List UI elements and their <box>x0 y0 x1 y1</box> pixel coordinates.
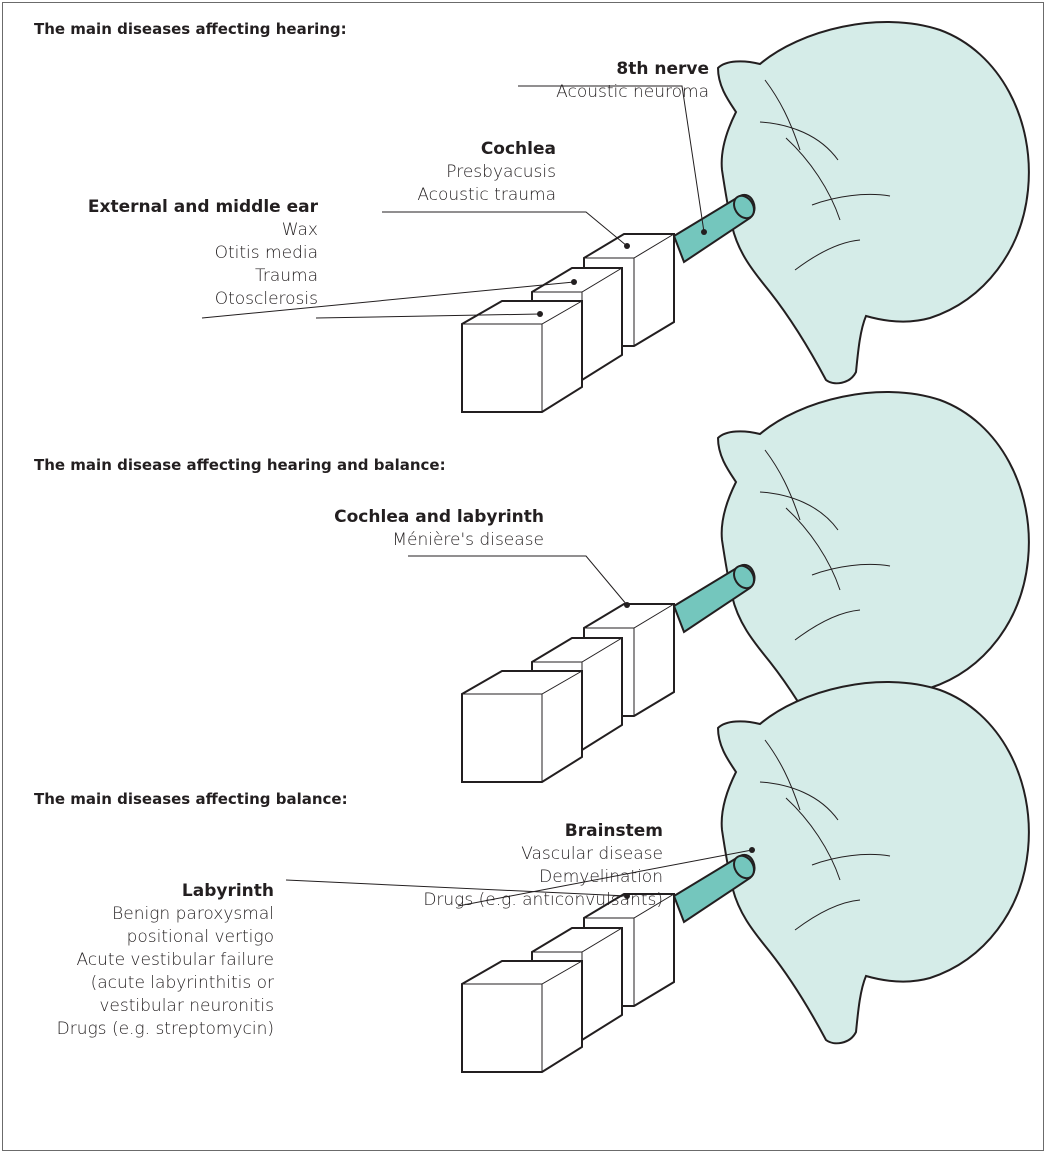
label-item: positional vertigo <box>57 926 274 949</box>
label-item: Acoustic neuroma <box>556 81 709 104</box>
label-item: Vascular disease <box>423 843 663 866</box>
label-cochlea: Cochlea Presbyacusis Acoustic trauma <box>417 138 556 207</box>
label-title: Brainstem <box>423 820 663 843</box>
section1-illustration <box>462 22 1029 412</box>
label-title: Labyrinth <box>57 880 274 903</box>
label-item: Otosclerosis <box>88 288 318 311</box>
label-title: 8th nerve <box>556 58 709 81</box>
label-item: Benign paroxysmal <box>57 903 274 926</box>
label-item: Trauma <box>88 265 318 288</box>
label-title: Cochlea <box>417 138 556 161</box>
label-item: Ménière's disease <box>334 529 544 552</box>
label-item: (acute labyrinthitis or <box>57 972 274 995</box>
section3-heading: The main diseases affecting balance: <box>34 790 348 808</box>
label-item: Otitis media <box>88 242 318 265</box>
label-brainstem: Brainstem Vascular disease Demyelination… <box>423 820 663 912</box>
label-item: Drugs (e.g. streptomycin) <box>57 1018 274 1041</box>
label-item: Wax <box>88 219 318 242</box>
label-title: Cochlea and labyrinth <box>334 506 544 529</box>
label-8th-nerve: 8th nerve Acoustic neuroma <box>556 58 709 104</box>
label-item: Acoustic trauma <box>417 184 556 207</box>
label-item: Presbyacusis <box>417 161 556 184</box>
section1-heading: The main diseases affecting hearing: <box>34 20 347 38</box>
label-external-middle-ear: External and middle ear Wax Otitis media… <box>88 196 318 311</box>
label-title: External and middle ear <box>88 196 318 219</box>
label-item: Demyelination <box>423 866 663 889</box>
label-cochlea-labyrinth: Cochlea and labyrinth Ménière's disease <box>334 506 544 552</box>
label-labyrinth: Labyrinth Benign paroxysmal positional v… <box>57 880 274 1041</box>
label-item: Drugs (e.g. anticonvulsants) <box>423 889 663 912</box>
leader-cochlea <box>382 212 627 246</box>
section2-heading: The main disease affecting hearing and b… <box>34 456 446 474</box>
label-item: vestibular neuronitis <box>57 995 274 1018</box>
leader-cochlea-labyrinth <box>408 556 627 605</box>
label-item: Acute vestibular failure <box>57 949 274 972</box>
